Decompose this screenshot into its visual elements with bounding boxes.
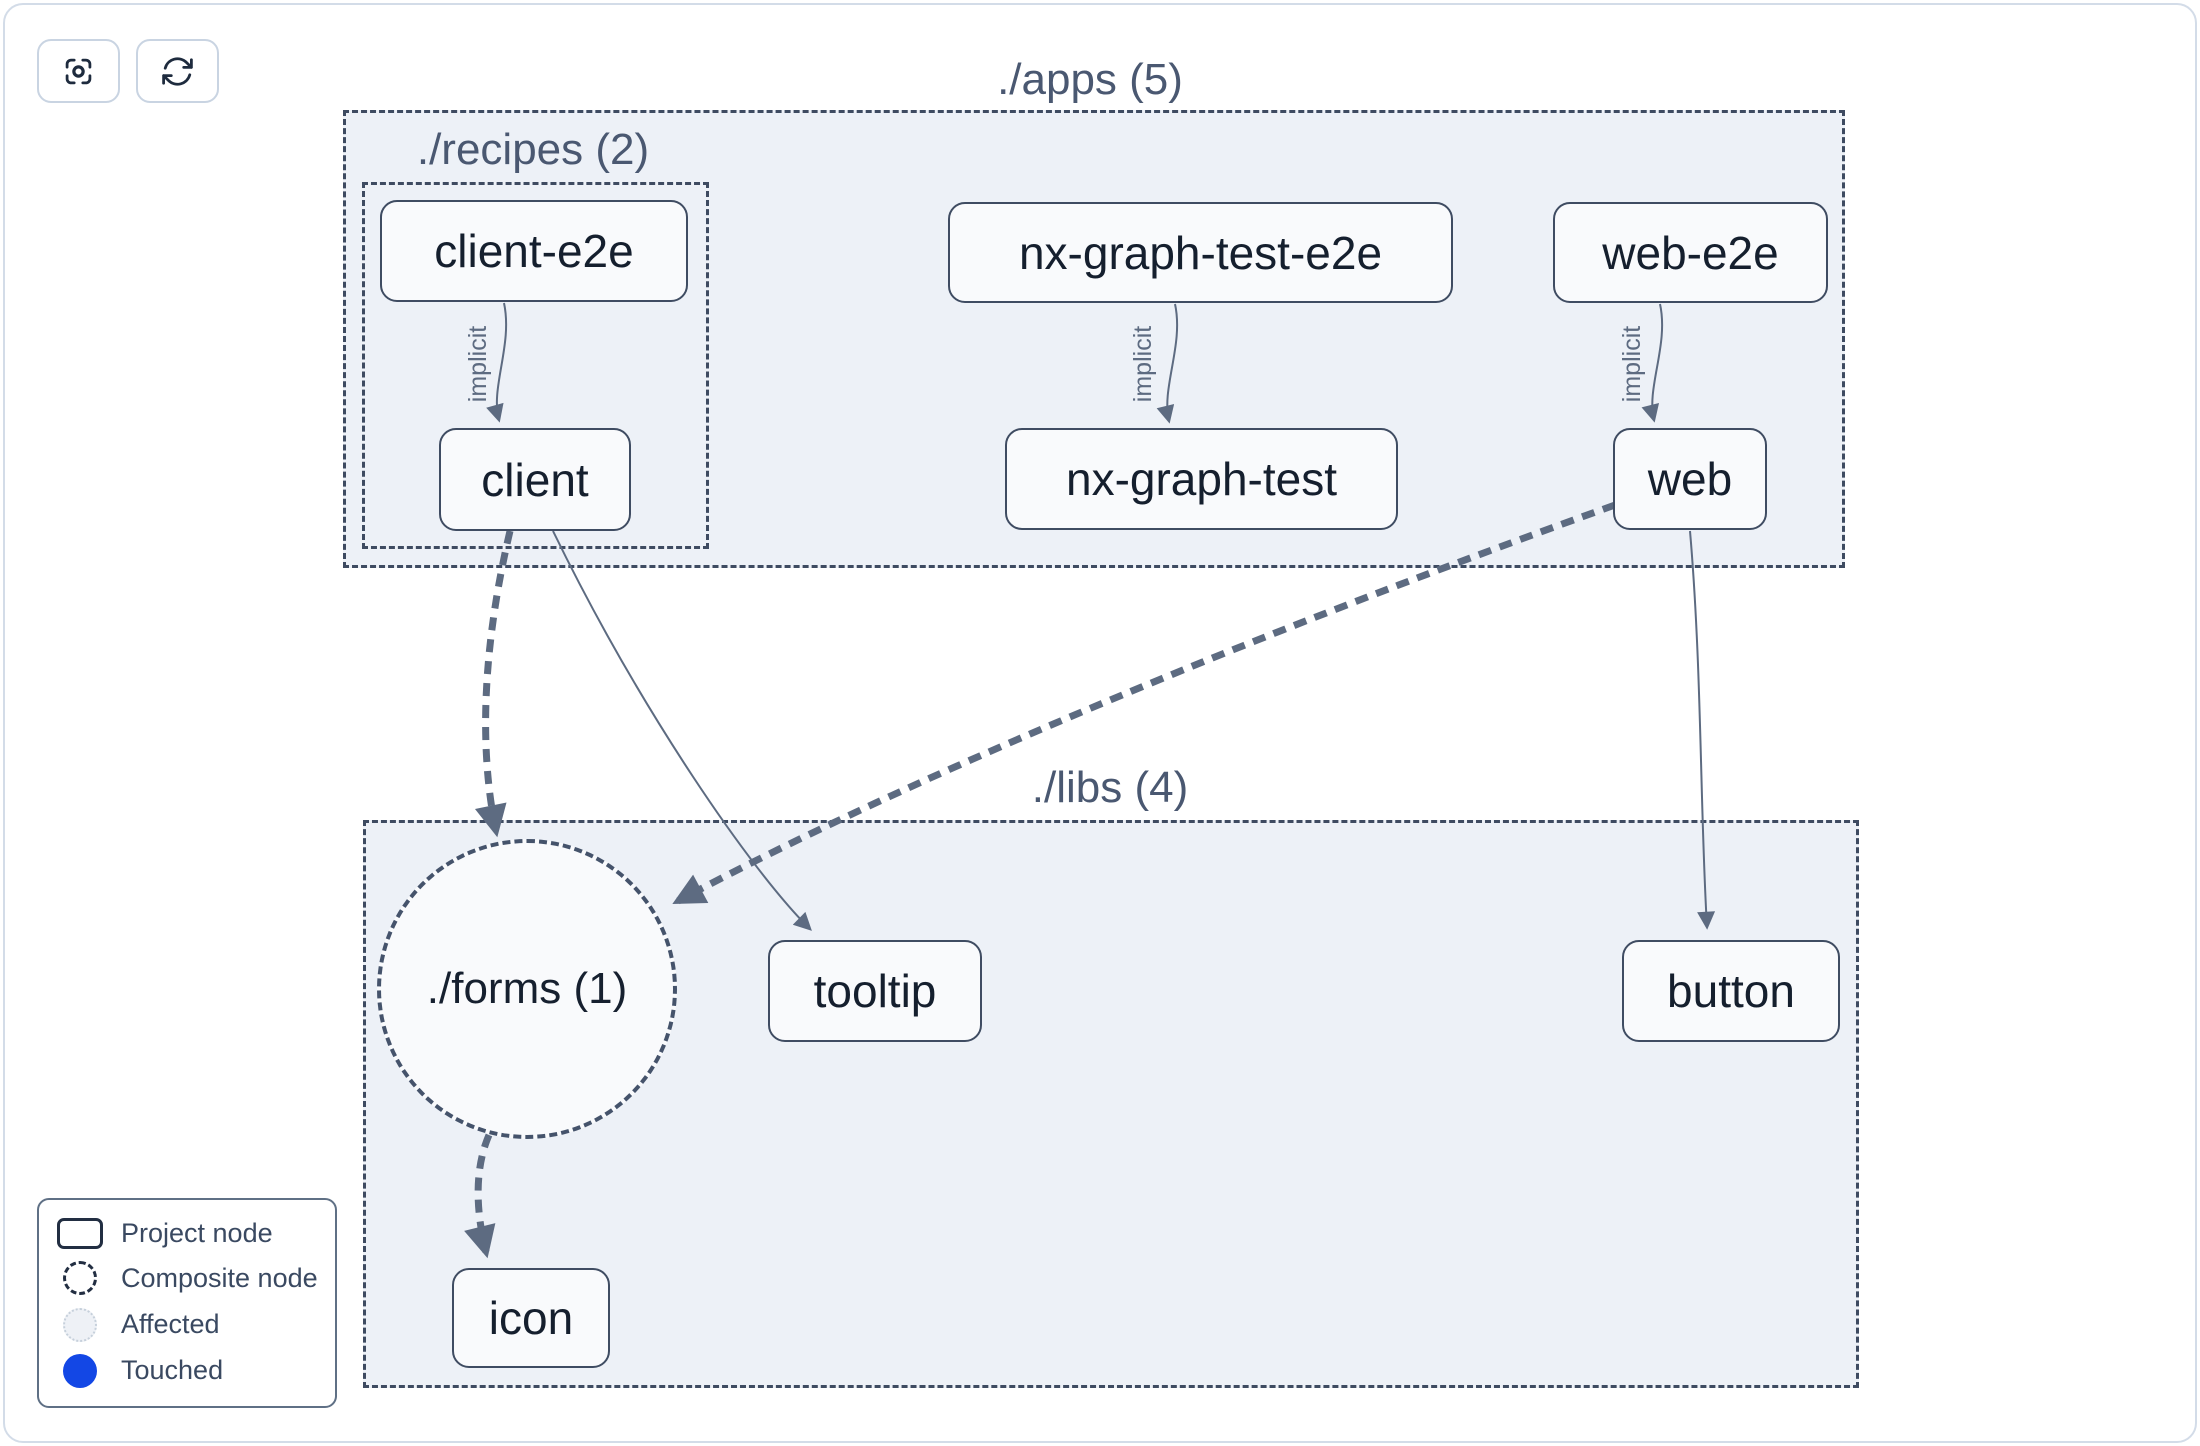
legend-label: Project node: [121, 1218, 273, 1249]
edge-web-to-forms[interactable]: [672, 501, 1617, 905]
group-recipes-title: ./recipes (2): [416, 125, 650, 174]
edge-nx-graph-test-e2e-to-nx-graph-test[interactable]: [1156, 303, 1179, 424]
node-nx-graph-test-e2e-label: nx-graph-test-e2e: [1018, 226, 1383, 279]
group-recipes: [362, 182, 709, 549]
composite-node-swatch: [63, 1261, 97, 1296]
node-web[interactable]: web: [1613, 428, 1767, 530]
composite-node-forms-label: ./forms (1): [426, 964, 628, 1013]
legend-label: Touched: [121, 1355, 224, 1386]
refresh-button[interactable]: [136, 39, 219, 103]
legend-label: Affected: [121, 1309, 220, 1340]
legend-item-affected: Affected: [39, 1307, 335, 1342]
edge-web-e2e-to-web[interactable]: [1641, 303, 1664, 423]
affected-swatch: [63, 1307, 97, 1342]
focus-icon: [65, 58, 92, 84]
node-icon-label: icon: [488, 1292, 574, 1344]
project-node-swatch: [57, 1218, 103, 1250]
node-client-label: client: [481, 453, 589, 506]
zoom-to-fit-button[interactable]: [37, 39, 120, 103]
node-button[interactable]: button: [1622, 940, 1840, 1042]
node-client[interactable]: client: [439, 428, 631, 531]
node-nx-graph-test-label: nx-graph-test: [1065, 453, 1337, 505]
legend-item-composite-node: Composite node: [39, 1261, 335, 1296]
node-button-label: button: [1667, 965, 1795, 1017]
composite-node-forms[interactable]: ./forms (1): [377, 839, 677, 1139]
group-apps-title: ./apps (5): [997, 55, 1183, 104]
edge-client-to-tooltip[interactable]: [552, 530, 812, 931]
group-libs: [363, 820, 1859, 1388]
edge-client-e2e-to-client[interactable]: [486, 302, 508, 423]
node-nx-graph-test-e2e[interactable]: nx-graph-test-e2e: [948, 202, 1453, 303]
node-web-e2e[interactable]: web-e2e: [1553, 202, 1828, 303]
legend-item-touched: Touched: [39, 1353, 335, 1388]
node-web-e2e-label: web-e2e: [1602, 226, 1779, 279]
node-client-e2e[interactable]: client-e2e: [380, 200, 688, 302]
refresh-icon: [162, 56, 193, 86]
legend-label: Composite node: [121, 1262, 318, 1293]
group-libs-title: ./libs (4): [1031, 763, 1189, 812]
node-tooltip-label: tooltip: [813, 965, 937, 1017]
node-tooltip[interactable]: tooltip: [768, 940, 982, 1042]
edge-web-to-button[interactable]: [1689, 530, 1716, 930]
legend-item-project-node: Project node: [39, 1218, 335, 1250]
legend: Project node Composite node Affected Tou…: [37, 1198, 337, 1408]
edge-client-to-forms[interactable]: [475, 530, 514, 838]
node-client-e2e-label: client-e2e: [434, 225, 634, 277]
touched-swatch: [63, 1353, 97, 1388]
node-nx-graph-test[interactable]: nx-graph-test: [1005, 428, 1398, 530]
node-web-label: web: [1647, 453, 1733, 505]
node-icon[interactable]: icon: [452, 1268, 610, 1368]
